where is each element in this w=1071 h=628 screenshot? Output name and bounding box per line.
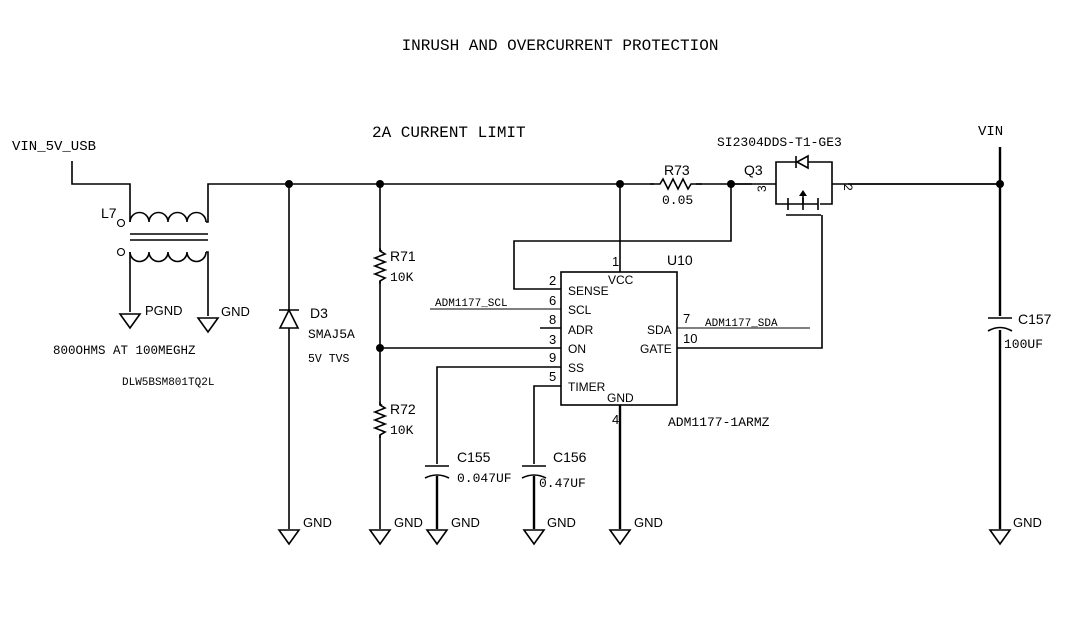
u10-pin-ss: SS <box>568 361 584 375</box>
c156-ref: C156 <box>553 449 587 465</box>
u10-pin-gnd: GND <box>607 391 634 405</box>
wire-l7-out <box>206 183 1000 223</box>
gnd-symbol-u10 <box>608 529 632 546</box>
r71-ref: R71 <box>390 248 416 264</box>
c157-gnd-label: GND <box>1013 515 1042 530</box>
gnd-symbol-d3 <box>277 529 301 546</box>
u10-pin-2-num: 2 <box>549 273 556 288</box>
u10-pin-sda: SDA <box>647 323 672 337</box>
gnd-symbol-c155 <box>425 529 449 546</box>
d3-part: SMAJ5A <box>308 327 355 342</box>
c155-value: 0.047UF <box>457 471 512 486</box>
u10-pin-6-num: 6 <box>549 293 556 308</box>
q3-ref: Q3 <box>744 162 763 178</box>
junction-on <box>376 344 384 352</box>
net-label-vin-5v-usb: VIN_5V_USB <box>12 139 96 155</box>
l7-gnd-label: GND <box>221 304 250 319</box>
net-label-sda: ADM1177_SDA <box>705 318 778 330</box>
d3-gnd-label: GND <box>303 515 332 530</box>
l7-part-number: DLW5BSM801TQ2L <box>122 377 214 389</box>
u10-pin-7-num: 7 <box>683 311 690 326</box>
d3-desc: 5V TVS <box>308 353 350 366</box>
junction-vcc <box>616 180 624 188</box>
u10-pin-1-num: 1 <box>612 254 619 269</box>
q3-pin-3: 3 <box>755 185 769 192</box>
r71-value: 10K <box>390 270 414 285</box>
page-title: INRUSH AND OVERCURRENT PROTECTION <box>402 37 719 55</box>
wire-gate <box>677 215 823 349</box>
u10-pin-gate: GATE <box>640 342 672 356</box>
u10-pin-sense: SENSE <box>568 284 609 298</box>
capacitor-c155 <box>424 465 450 479</box>
l7-impedance-note: 800OHMS AT 100MEGHZ <box>53 344 196 358</box>
c155-ref: C155 <box>457 449 491 465</box>
u10-pin-5-num: 5 <box>549 369 556 384</box>
u10-pin-4-num: 4 <box>612 412 619 427</box>
r73-ref: R73 <box>664 162 690 178</box>
q3-part: SI2304DDS-T1-GE3 <box>717 135 842 150</box>
junction-vin <box>996 180 1004 188</box>
u10-gnd-label: GND <box>634 515 663 530</box>
junction-d3 <box>285 180 293 188</box>
u10-ref: U10 <box>667 252 693 268</box>
d3-ref: D3 <box>310 305 328 321</box>
net-label-scl: ADM1177_SCL <box>435 298 508 310</box>
wire-sense <box>513 184 732 290</box>
gnd-symbol-l7 <box>196 317 220 334</box>
choke-l7 <box>116 211 208 263</box>
c156-gnd-label: GND <box>547 515 576 530</box>
r72-value: 10K <box>390 423 414 438</box>
u10-part: ADM1177-1ARMZ <box>668 415 770 430</box>
u10-pin-scl: SCL <box>568 303 592 317</box>
c156-value: 0.47UF <box>539 476 586 491</box>
u10-pin-adr: ADR <box>568 323 594 337</box>
r72-gnd-label: GND <box>394 515 423 530</box>
u10-pin-3-num: 3 <box>549 332 556 347</box>
q3-pin-2: 2 <box>841 184 855 191</box>
u10-pin-timer: TIMER <box>568 380 606 394</box>
capacitor-c156 <box>521 465 547 479</box>
junction-sense <box>727 180 735 188</box>
wire-vin-usb-in <box>71 161 131 222</box>
junction-r71 <box>376 180 384 188</box>
u10-pin-vcc: VCC <box>608 273 634 287</box>
capacitor-c157 <box>987 317 1013 332</box>
mosfet-q3 <box>775 154 833 216</box>
c157-ref: C157 <box>1018 311 1052 327</box>
c157-value: 100UF <box>1004 337 1043 352</box>
u10-pin-on: ON <box>568 342 586 356</box>
wire-timer <box>533 385 561 464</box>
net-label-vin: VIN <box>978 124 1003 140</box>
pgnd-symbol <box>118 313 142 330</box>
r72-ref: R72 <box>390 401 416 417</box>
c155-gnd-label: GND <box>451 515 480 530</box>
gnd-symbol-c156 <box>522 529 546 546</box>
wire-ss <box>436 366 561 464</box>
pgnd-label: PGND <box>145 303 183 318</box>
tvs-diode-d3 <box>278 308 300 329</box>
gnd-symbol-c157 <box>988 529 1012 546</box>
u10-pin-9-num: 9 <box>549 350 556 365</box>
wire-l7-gnd <box>206 251 209 316</box>
current-limit-label: 2A CURRENT LIMIT <box>372 124 526 142</box>
l7-ref: L7 <box>101 205 117 221</box>
gnd-symbol-r72 <box>368 529 392 546</box>
r73-value: 0.05 <box>662 193 693 208</box>
u10-pin-10-num: 10 <box>683 331 697 346</box>
u10-pin-8-num: 8 <box>549 312 556 327</box>
resistor-r73 <box>650 177 702 191</box>
